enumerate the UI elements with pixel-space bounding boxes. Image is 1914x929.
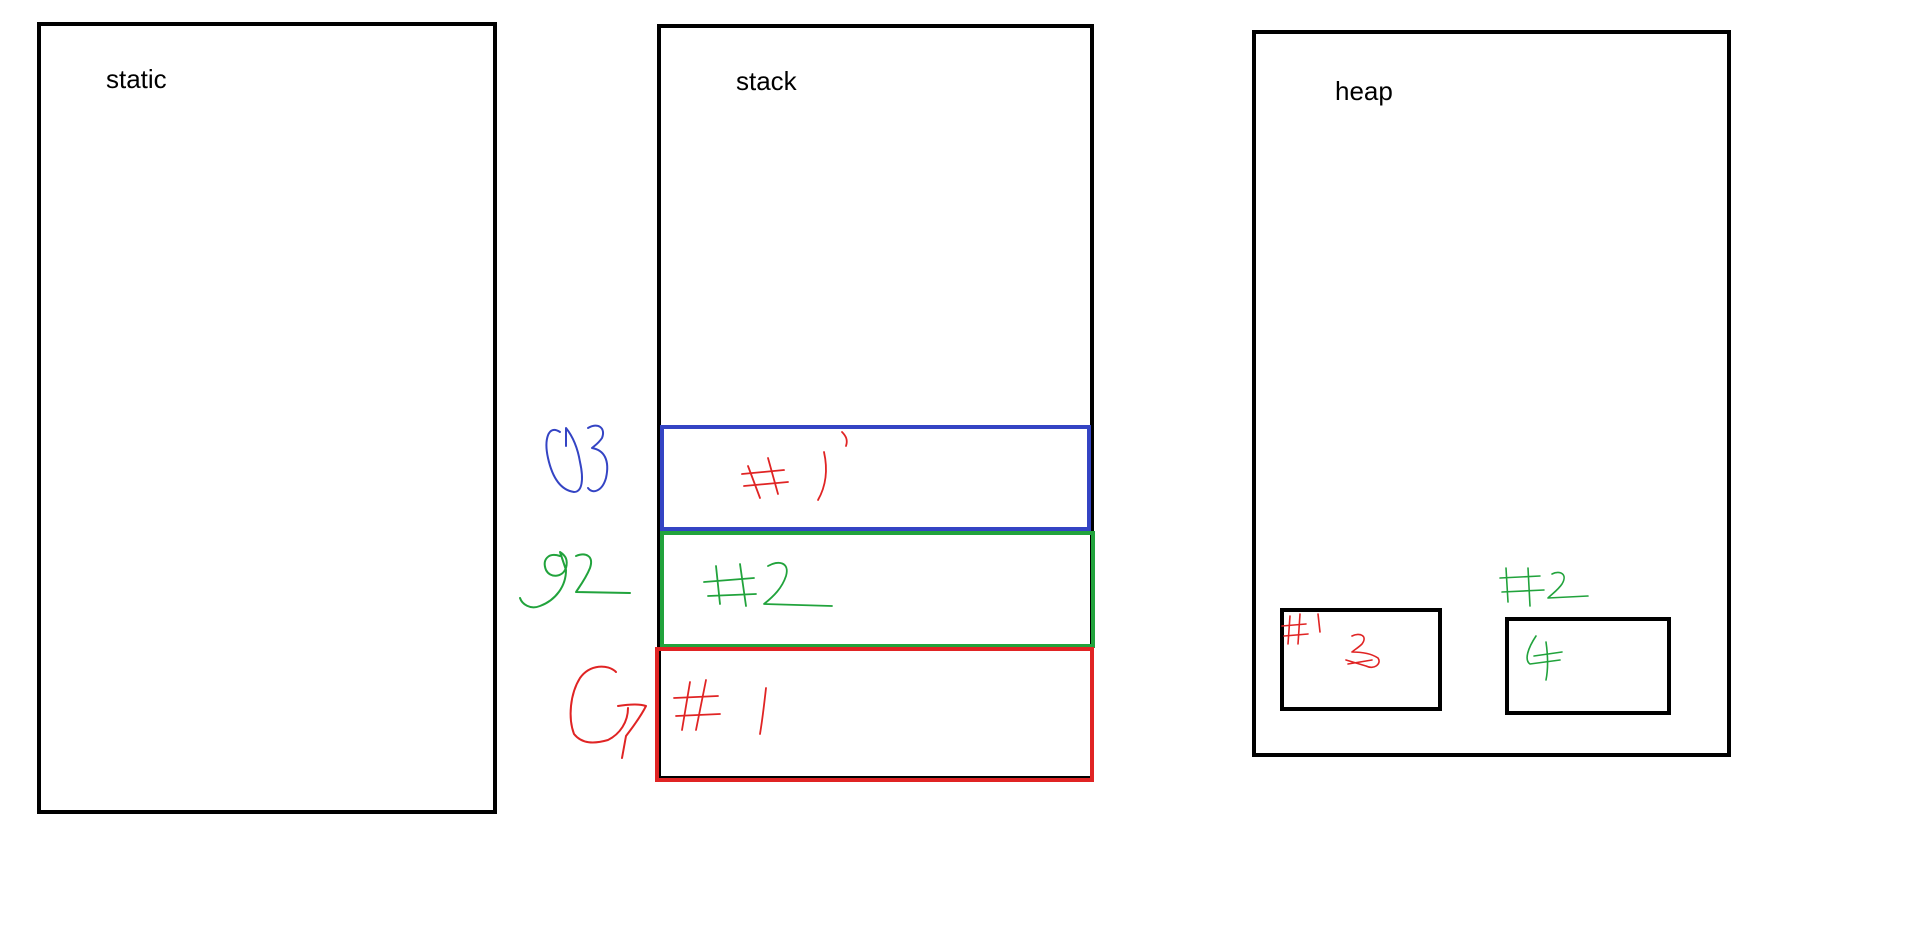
stack-frame-g2	[660, 531, 1095, 648]
stack-frame-g3	[660, 425, 1091, 531]
frame-label-g	[569, 665, 647, 759]
stack-frame-g	[655, 647, 1094, 782]
heap-object-1	[1280, 608, 1442, 711]
frame-label-g3	[545, 424, 609, 493]
stack-label: stack	[736, 66, 797, 96]
heap-region: heap	[1252, 30, 1731, 757]
heap-label: heap	[1335, 76, 1393, 106]
static-region: static	[37, 22, 497, 814]
frame-label-g2	[519, 551, 631, 609]
static-label: static	[106, 64, 167, 94]
heap-object-2	[1505, 617, 1671, 715]
